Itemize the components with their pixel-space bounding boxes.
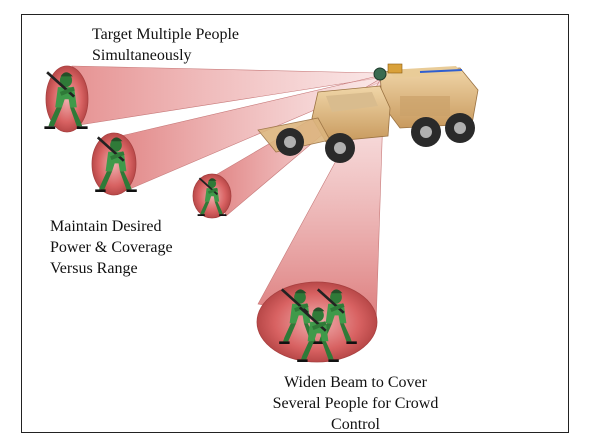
label-maintain-power: Maintain Desired Power & Coverage Versus… [50,216,173,279]
label-line: Versus Range [50,260,138,277]
armored-truck-icon [257,63,479,163]
label-line: Several People for Crowd [272,395,439,412]
label-line: Simultaneously [92,47,192,64]
beam-emitter-icon [373,67,387,81]
label-line: Target Multiple People [92,26,239,43]
label-target-multiple: Target Multiple People Simultaneously [92,24,239,66]
label-line: Control [331,416,380,433]
label-widen-beam: Widen Beam to Cover Several People for C… [253,372,458,435]
label-line: Maintain Desired [50,218,162,235]
label-line: Widen Beam to Cover [284,374,427,391]
label-line: Power & Coverage [50,239,173,256]
